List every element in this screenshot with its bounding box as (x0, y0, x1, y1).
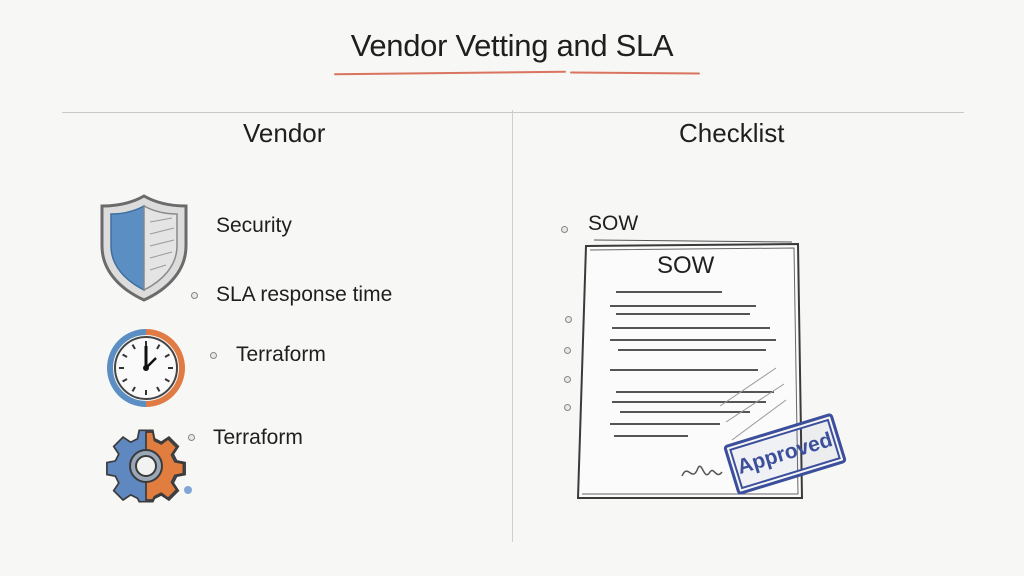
bullet-dot (210, 352, 217, 359)
bullet-dot (188, 434, 195, 441)
vendor-item-sla-response-time: SLA response time (216, 283, 393, 306)
checklist-dot (564, 376, 571, 383)
left-column-heading: Vendor (243, 118, 326, 148)
vertical-divider (512, 110, 513, 542)
checklist-dot (564, 404, 571, 411)
gear-icon (106, 429, 192, 503)
horizontal-divider (62, 112, 964, 113)
sow-document-illustration (576, 239, 804, 499)
title-underline-left (333, 70, 567, 76)
checklist-item-sow: SOW (588, 212, 639, 235)
bullet-dot (191, 292, 198, 299)
bullet-dot (561, 226, 568, 233)
right-column-heading: Checklist (679, 118, 785, 148)
vendor-item-terraform-2: Terraform (213, 426, 303, 449)
vendor-item-security: Security (216, 214, 292, 237)
page-title: Vendor Vetting and SLA (350, 28, 674, 63)
clock-icon (107, 329, 185, 407)
checklist-dot (564, 347, 571, 354)
shield-icon (100, 194, 188, 302)
checklist-dot (565, 316, 572, 323)
sow-document-title: SOW (657, 252, 715, 279)
title-underline-right (569, 71, 701, 75)
vendor-item-terraform-1: Terraform (236, 343, 326, 366)
